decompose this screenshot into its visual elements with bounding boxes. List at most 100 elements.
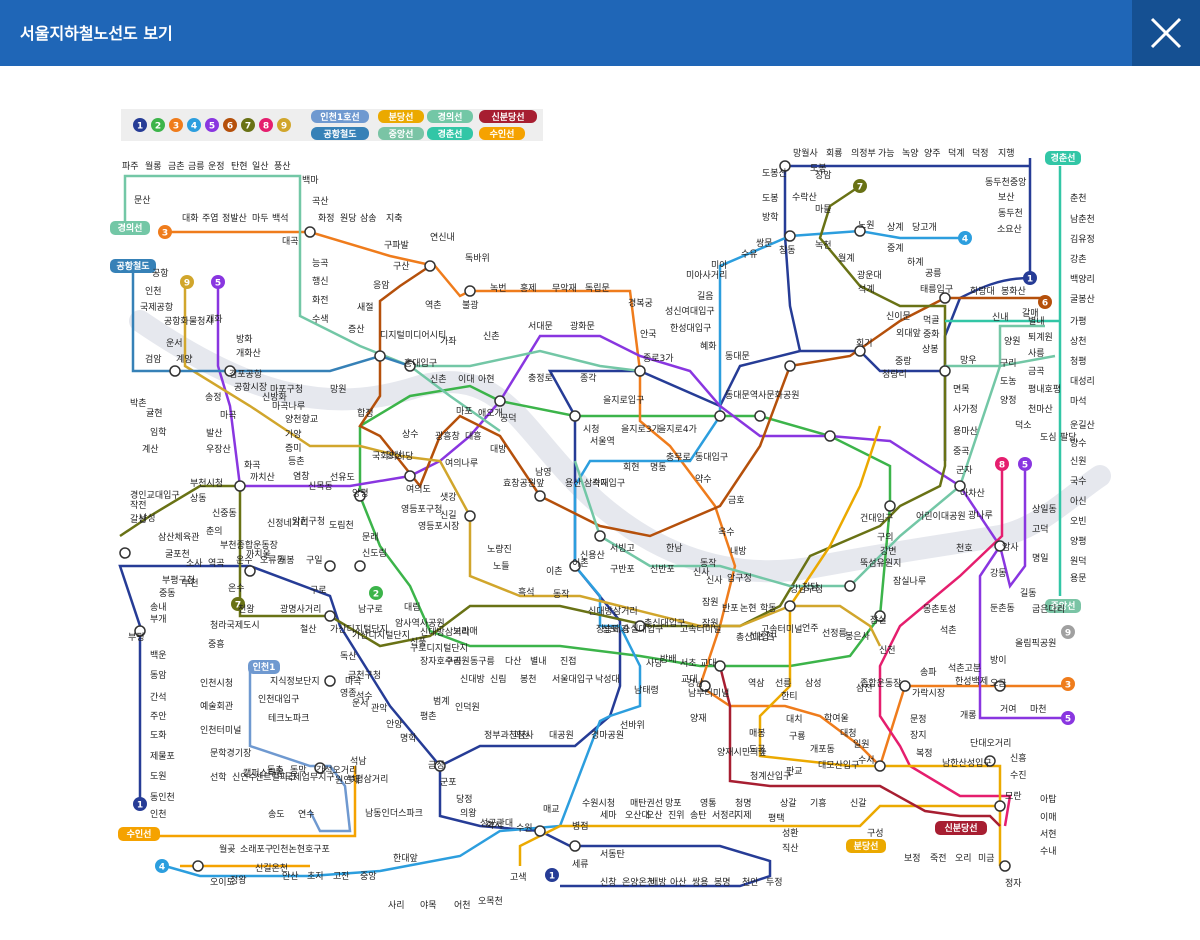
station-label[interactable]: 미금 (978, 853, 995, 864)
station-label[interactable]: 천마산 (1028, 404, 1053, 415)
station-label[interactable]: 성신여대입구 (665, 305, 715, 317)
station-label[interactable]: 임학 (150, 426, 167, 438)
station-label[interactable]: 금릉 (188, 161, 205, 172)
station-label[interactable]: 신길 (440, 510, 457, 521)
station-label[interactable]: 남영 (535, 467, 552, 478)
station-label[interactable]: 수유 (741, 249, 758, 260)
station-label[interactable]: 갈산 (130, 514, 147, 525)
station-label[interactable]: 부천 (182, 578, 199, 589)
station-label[interactable]: 종합운동장 (860, 678, 901, 689)
station-label[interactable]: 중랑 (895, 355, 912, 367)
station-label[interactable]: 간석 (150, 692, 167, 703)
station-label[interactable]: 동작 (553, 589, 570, 600)
station-label[interactable]: 문정 (910, 714, 927, 725)
station-label[interactable]: 안산 (282, 871, 299, 882)
station-label[interactable]: 대청 (840, 728, 857, 739)
station-label[interactable]: 서정리 (712, 810, 737, 821)
station-label[interactable]: 양정 (1000, 395, 1017, 406)
station-label[interactable]: 혜화 (700, 340, 717, 352)
station-label[interactable]: 먹골 (923, 315, 940, 326)
station-label[interactable]: 이촌 (572, 558, 589, 569)
station-label[interactable]: 개화산 (236, 348, 261, 359)
station-label[interactable]: 오산대 (625, 810, 650, 821)
station-label[interactable]: 봉화산 (1001, 286, 1026, 297)
station-label[interactable]: 국수 (1070, 476, 1087, 487)
station-label[interactable]: 남구로 (358, 604, 383, 615)
station-label[interactable]: 신중동 (212, 508, 237, 519)
station-label[interactable]: 도농 (1000, 376, 1017, 387)
station-label[interactable]: 망월사 (793, 147, 819, 159)
station-label[interactable]: 둔촌동 (990, 603, 1015, 614)
station-label[interactable]: 동대문 (725, 351, 750, 362)
station-label[interactable]: 양원 (1004, 336, 1021, 347)
station-label[interactable]: 면목 (953, 384, 970, 395)
station-label[interactable]: 남춘천 (1070, 214, 1095, 225)
station-label[interactable]: 행신 (312, 275, 329, 287)
station-label[interactable]: 도심 (1040, 432, 1057, 443)
station-label[interactable]: 쌍용 (692, 877, 709, 888)
station-label[interactable]: 외대앞 (896, 327, 921, 339)
station-label[interactable]: 화곡 (244, 460, 261, 471)
station-label[interactable]: 숙대입구 (592, 477, 625, 489)
station-label[interactable]: 부평 (128, 632, 145, 643)
station-label[interactable]: 석촌 (940, 625, 957, 636)
station-label[interactable]: 별내 (530, 656, 547, 667)
station-label[interactable]: 망우 (960, 355, 977, 366)
station-label[interactable]: 총신대입구 (644, 617, 685, 629)
station-label[interactable]: 파주 (122, 161, 139, 172)
station-label[interactable]: 종각 (580, 372, 597, 384)
station-label[interactable]: 성환 (782, 827, 799, 839)
station-label[interactable]: 소사 (186, 558, 203, 569)
station-label[interactable]: 가산디지털단지 (330, 623, 388, 635)
station-label[interactable]: 방배 (660, 654, 677, 665)
station-label[interactable]: 증산 (348, 324, 365, 335)
station-label[interactable]: 고속터미널 (761, 624, 802, 635)
station-label[interactable]: 수진 (1010, 770, 1027, 781)
station-label[interactable]: 등촌 (288, 456, 305, 467)
station-label[interactable]: 상도 (602, 624, 619, 635)
station-label[interactable]: 공덕 (500, 413, 517, 424)
station-label[interactable]: 중계 (887, 242, 904, 254)
station-label[interactable]: 구로디지털단지 (410, 642, 468, 654)
station-label[interactable]: 퇴계원 (1028, 331, 1053, 343)
station-label[interactable]: 신반포 (650, 564, 675, 575)
station-label[interactable]: 양수 (1070, 438, 1087, 449)
station-label[interactable]: 지식정보단지 (270, 676, 320, 687)
station-label[interactable]: 신논현 (749, 631, 774, 642)
station-label[interactable]: 사릉 (1028, 348, 1045, 359)
station-label[interactable]: 고덕 (1032, 524, 1049, 535)
station-label[interactable]: 오류동 (260, 555, 285, 566)
station-label[interactable]: 보산 (998, 192, 1015, 203)
station-label[interactable]: 공항화물청사 (164, 316, 214, 327)
station-label[interactable]: 천왕 (238, 604, 255, 615)
station-label[interactable]: 세마 (600, 810, 617, 821)
station-label[interactable]: 언주 (802, 622, 819, 634)
station-label[interactable]: 신내 (992, 312, 1009, 323)
station-label[interactable]: 방학 (762, 212, 779, 223)
station-label[interactable]: 논현 (740, 603, 757, 614)
station-label[interactable]: 까치울 (246, 548, 271, 560)
station-label[interactable]: 상동 (190, 493, 207, 504)
station-label[interactable]: 이촌 (546, 566, 563, 577)
station-label[interactable]: 마곡나루 (272, 401, 305, 412)
station-label[interactable]: 역곡 (208, 558, 225, 569)
station-label[interactable]: 구반포 (610, 564, 635, 575)
station-label[interactable]: 고속터미널 (680, 624, 721, 635)
station-label[interactable]: 안양 (386, 719, 403, 730)
station-label[interactable]: 동막 (290, 765, 307, 776)
station-label[interactable]: 금촌 (168, 161, 185, 172)
station-label[interactable]: 고잔 (333, 871, 350, 882)
station-label[interactable]: 오산 (646, 810, 663, 821)
station-label[interactable]: 잠실 (870, 615, 887, 626)
station-label[interactable]: 신대방삼거리 (588, 606, 638, 617)
station-label[interactable]: 아산 (670, 877, 687, 888)
station-label[interactable]: 화랑대 (970, 285, 995, 297)
station-label[interactable]: 계산 (142, 443, 159, 455)
station-label[interactable]: 진접 (560, 655, 577, 667)
station-label[interactable]: 아차산 (960, 487, 985, 499)
station-label[interactable]: 능곡 (312, 258, 329, 269)
station-label[interactable]: 성균관대 (480, 818, 513, 829)
station-label[interactable]: 영통 (700, 798, 717, 809)
station-label[interactable]: 중흥 (208, 638, 225, 650)
station-label[interactable]: 신연수 (232, 772, 257, 783)
